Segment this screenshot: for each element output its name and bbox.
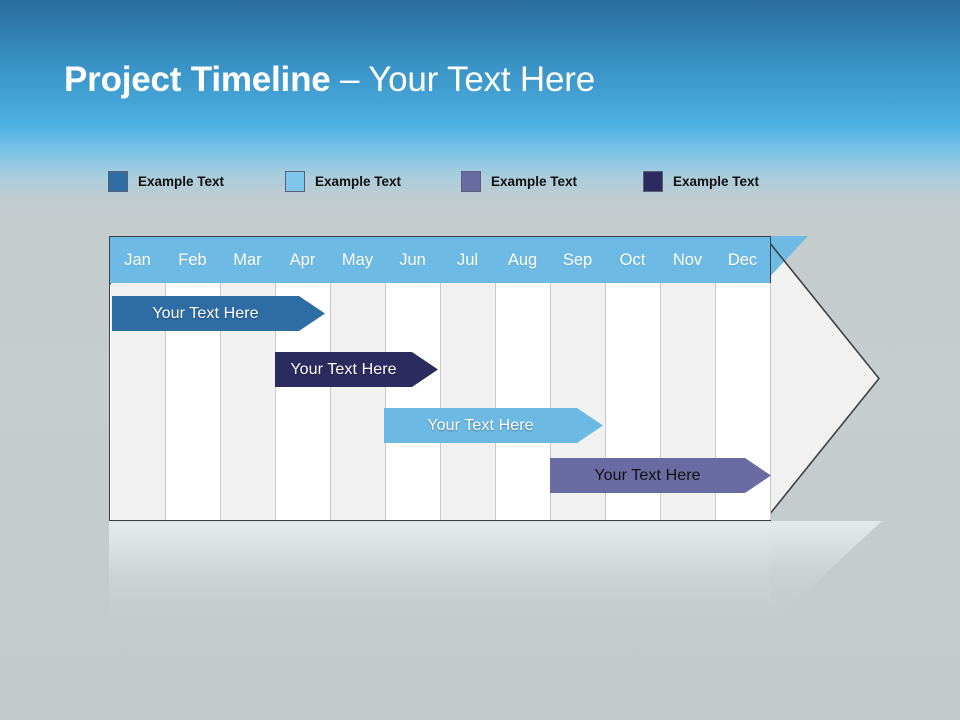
chart-reflection [109, 521, 882, 629]
timeline-column-jan: Jan [110, 237, 166, 520]
legend-item-label: Example Text [673, 173, 760, 189]
reflection-arrow-tip [770, 521, 882, 625]
timeline-task-bar-1[interactable]: Your Text Here [112, 296, 325, 331]
reflection-topline [109, 521, 773, 523]
month-header-aug: Aug [495, 237, 551, 283]
legend-item-label: Example Text [138, 173, 225, 189]
page-title: Project Timeline – Your Text Here [64, 58, 595, 102]
month-header-may: May [330, 237, 386, 283]
legend-swatch-icon [108, 170, 128, 192]
legend-swatch-icon [643, 170, 663, 192]
title-bold-part: Project Timeline [64, 60, 331, 99]
legend-item-label: Example Text [491, 173, 578, 189]
task-bar-label: Your Text Here [152, 304, 259, 322]
timeline-column-mar: Mar [220, 237, 276, 520]
arrow-head-outline [764, 236, 880, 521]
legend-item-2[interactable]: Example Text [285, 170, 401, 192]
month-header-dec: Dec [715, 237, 771, 283]
timeline-arrow-head [764, 236, 880, 521]
month-header-mar: Mar [220, 237, 276, 283]
reflection-body [109, 521, 770, 625]
legend-swatch-icon [285, 170, 305, 192]
task-bar-shape [112, 296, 325, 331]
timeline-task-bar-3[interactable]: Your Text Here [384, 408, 603, 443]
month-header-nov: Nov [660, 237, 716, 283]
month-header-apr: Apr [275, 237, 331, 283]
task-bar-label: Your Text Here [594, 466, 701, 484]
task-bar-shape [550, 458, 771, 493]
month-header-feb: Feb [165, 237, 221, 283]
legend-item-1[interactable]: Example Text [108, 170, 224, 192]
task-bar-shape [384, 408, 603, 443]
legend-item-3[interactable]: Example Text [461, 170, 577, 192]
timeline-column-aug: Aug [495, 237, 551, 520]
month-header-jun: Jun [385, 237, 441, 283]
task-bar-label: Your Text Here [427, 416, 534, 434]
legend-item-label: Example Text [315, 173, 402, 189]
month-header-jul: Jul [440, 237, 496, 283]
month-header-oct: Oct [605, 237, 661, 283]
legend-swatch-icon [461, 170, 481, 192]
task-bar-shape [275, 352, 438, 387]
timeline-task-bar-2[interactable]: Your Text Here [275, 352, 438, 387]
legend-item-4[interactable]: Example Text [643, 170, 759, 192]
task-bar-label: Your Text Here [290, 360, 397, 378]
title-regular-part: – Your Text Here [330, 60, 595, 99]
timeline-column-feb: Feb [165, 237, 221, 520]
month-header-sep: Sep [550, 237, 606, 283]
timeline-column-jul: Jul [440, 237, 496, 520]
timeline-task-bar-4[interactable]: Your Text Here [550, 458, 771, 493]
month-header-jan: Jan [110, 237, 166, 283]
